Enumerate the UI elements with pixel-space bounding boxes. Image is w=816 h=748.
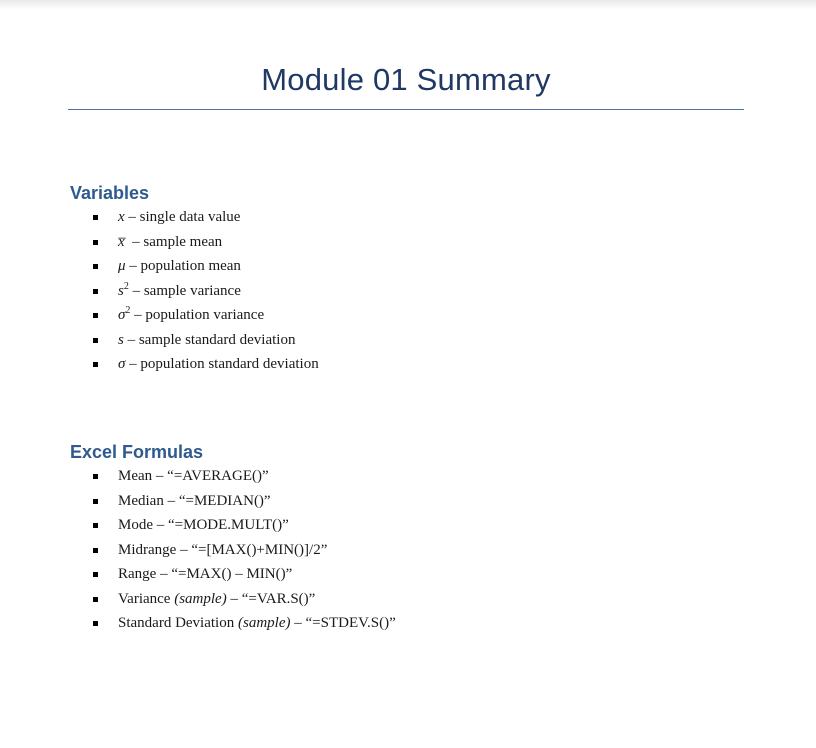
list-item: Mode – “=MODE.MULT()” [93,513,396,538]
bullet-icon [93,474,98,479]
page-top-shadow [0,0,816,10]
formula-text: – “=MAX() – MIN()” [156,566,293,582]
variable-description: – sample mean [124,233,223,250]
excel-formulas-heading: Excel Formulas [70,442,204,462]
formula-text: – “=STDEV.S()” [290,615,396,631]
bullet-icon [93,498,98,504]
variable-description: – population standard deviation [125,356,319,372]
formula-label: Standard Deviation [118,615,238,631]
variable-superscript: 2 [125,305,131,316]
variable-symbol: s [118,331,124,348]
bullet-icon [93,572,98,577]
list-item: Variance (sample) – “=VAR.S()” [93,587,396,612]
list-item: σ2 – population variance [93,303,319,328]
formula-text: – “=[MAX()+MIN()]/2” [176,541,328,558]
bullet-icon [93,215,98,220]
formula-text: – “=MODE.MULT()” [153,517,289,533]
formula-label: Range [118,566,157,582]
variable-symbol: x [118,209,125,225]
formula-label: Variance [118,590,175,607]
variable-symbol: σ [118,307,126,323]
bullet-icon [93,313,98,318]
formula-label: Midrange [118,541,177,558]
variable-superscript: 2 [123,280,129,292]
bullet-icon [93,523,98,528]
formula-qualifier: (sample) [174,590,227,607]
bullet-icon [93,362,98,367]
variables-list: x – single data value x̅ – sample mean μ… [93,205,319,377]
variable-description: – population mean [125,258,241,274]
list-item: Median – “=MEDIAN()” [93,489,396,514]
list-item: s2 – sample variance [93,279,319,304]
bullet-icon [93,621,98,626]
formula-label: Median [118,492,164,509]
list-item: Midrange – “=[MAX()+MIN()]/2” [93,538,396,563]
formula-label: Mean [118,468,153,484]
bullet-icon [93,264,98,269]
bullet-icon [93,547,98,553]
variable-symbol: s [118,282,124,299]
list-item: Standard Deviation (sample) – “=STDEV.S(… [93,611,396,636]
variable-description: – population variance [130,307,265,323]
bullet-icon [93,288,98,294]
variable-symbol: μ [118,258,126,274]
variable-symbol: x̅ [118,233,125,250]
variable-description: – single data value [124,209,241,225]
list-item: μ – population mean [93,254,319,279]
variable-symbol: σ [118,356,126,372]
bullet-icon [93,239,98,245]
excel-formulas-list: Mean – “=AVERAGE()” Median – “=MEDIAN()”… [93,464,396,636]
list-item: x – single data value [93,205,319,230]
formula-text: – “=VAR.S()” [226,590,316,607]
list-item: x̅ – sample mean [93,230,319,255]
list-item: s – sample standard deviation [93,328,319,353]
bullet-icon [93,337,98,343]
formula-text: – “=MEDIAN()” [163,492,271,509]
variable-description: – sample standard deviation [123,331,296,348]
variables-heading: Variables [70,183,150,203]
list-item: σ – population standard deviation [93,352,319,377]
list-item: Range – “=MAX() – MIN()” [93,562,396,587]
formula-label: Mode [118,517,153,533]
bullet-icon [93,596,98,602]
title-underline [68,109,744,110]
formula-qualifier: (sample) [237,615,291,631]
formula-text: – “=AVERAGE()” [152,468,269,484]
page-title: Module 01 Summary [261,62,551,97]
list-item: Mean – “=AVERAGE()” [93,464,396,489]
variable-description: – sample variance [128,282,241,299]
